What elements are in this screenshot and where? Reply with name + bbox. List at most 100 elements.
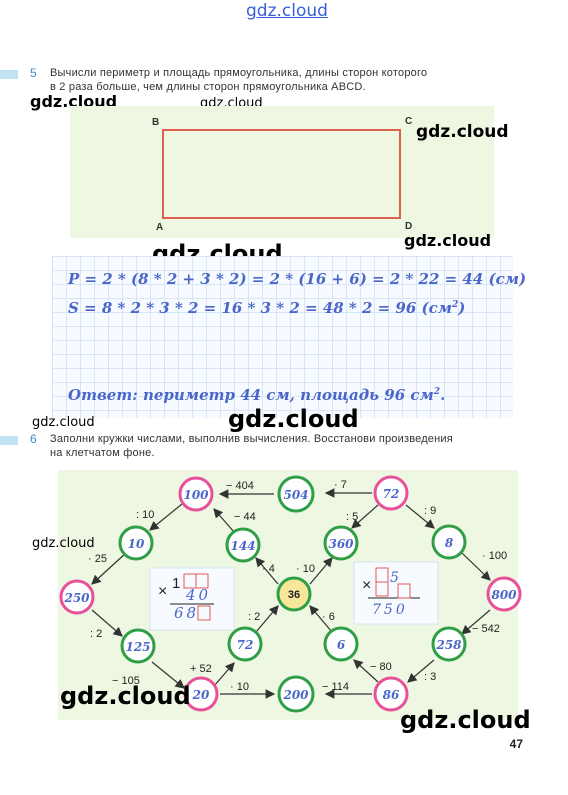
answer-main: Ответ: периметр 44 см, площадь 96 см <box>68 386 434 404</box>
node-circle-20 <box>183 676 219 712</box>
arrow-36-to-144 <box>255 557 279 585</box>
watermark-top: gdz.cloud <box>246 1 328 21</box>
node-circle-10 <box>118 525 154 561</box>
node-circle-250 <box>59 579 95 615</box>
watermark-8: gdz.cloud <box>32 536 95 551</box>
node-circle-504 <box>277 475 315 513</box>
arrow-86-to-6 <box>353 659 379 683</box>
arrow-20-to-72 <box>213 662 235 687</box>
task-6-marker <box>0 436 18 445</box>
node-value-100: 100 <box>183 488 209 502</box>
solution-area-main: S = 8 * 2 * 3 * 2 = 16 * 3 * 2 = 48 * 2 … <box>68 299 453 317</box>
arrow-10-to-250 <box>91 552 127 585</box>
arrow-100-to-10 <box>149 503 183 531</box>
op-times-10: · 10 <box>296 563 315 575</box>
watermark-3: gdz.cloud <box>416 122 509 142</box>
node-circle-200 <box>277 675 315 713</box>
mult-right-sign: × <box>362 577 371 594</box>
node-circle-800 <box>486 576 522 612</box>
node-circle-258 <box>431 626 467 662</box>
node-value-144: 144 <box>230 539 255 553</box>
node-value-250: 250 <box>63 591 90 605</box>
op-div-2-left: : 2 <box>90 628 102 640</box>
watermark-10: gdz.cloud <box>400 706 531 734</box>
node-circle-72-top <box>373 475 409 511</box>
op-times-100: · 100 <box>482 550 507 562</box>
vertex-d-label: D <box>405 221 413 232</box>
arrow-258-to-86 <box>407 659 435 683</box>
node-circle-6 <box>323 626 359 662</box>
answer-text: Ответ: периметр 44 см, площадь 96 см2. <box>68 386 445 404</box>
op-times-4: · 4 <box>262 563 275 575</box>
task-6-text-line1: Заполни кружки числами, выполнив вычисле… <box>50 433 453 445</box>
multiplication-grid-left <box>149 567 235 631</box>
node-value-36: 36 <box>288 589 300 601</box>
solution-area-close: ) <box>458 299 466 317</box>
mult-right-top: 5 <box>390 570 399 586</box>
mult-left-top-printed: 1 <box>172 575 180 592</box>
answer-sup: 2 <box>433 387 441 397</box>
rectangle-figure-background <box>70 106 494 238</box>
node-value-800: 800 <box>491 588 517 602</box>
arrow-72-to-8 <box>405 504 435 529</box>
solution-grid <box>52 256 513 418</box>
arrow-144-to-100 <box>213 508 235 533</box>
op-div-2-mid: : 2 <box>248 611 260 623</box>
op-times-25: · 25 <box>88 553 107 565</box>
op-minus-44: − 44 <box>234 511 256 523</box>
task-5-text-line2: в 2 раза больше, чем длины сторон прямоу… <box>50 81 366 93</box>
vertex-b-label: B <box>152 117 160 128</box>
solution-area-sup: 2 <box>452 300 459 310</box>
op-div-9: : 9 <box>424 505 436 517</box>
arrow-125-to-20 <box>151 661 185 689</box>
op-div-5: : 5 <box>346 511 358 523</box>
task-5-text-line1: Вычисли периметр и площадь прямоугольник… <box>50 67 428 79</box>
node-value-6: 6 <box>337 638 346 652</box>
solution-perimeter: P = 2 * (8 * 2 + 3 * 2) = 2 * (16 + 6) =… <box>68 270 527 288</box>
arrow-8-to-800 <box>461 552 491 581</box>
arrow-72-to-36 <box>255 605 279 633</box>
op-times-7: · 7 <box>334 479 347 491</box>
solution-area: S = 8 * 2 * 3 * 2 = 16 * 3 * 2 = 48 * 2 … <box>68 299 465 317</box>
multiplication-grid-right <box>353 561 439 625</box>
node-circle-8 <box>431 524 467 560</box>
node-circle-72-mid <box>227 626 263 662</box>
node-circle-36 <box>276 576 312 612</box>
task-6-number: 6 <box>30 432 37 446</box>
node-value-72-top: 72 <box>383 487 400 501</box>
node-circle-144 <box>225 527 261 563</box>
op-minus-80: − 80 <box>370 661 392 673</box>
node-circle-86 <box>373 676 409 712</box>
arrow-800-to-258 <box>461 609 491 635</box>
op-minus-542: − 542 <box>472 623 500 635</box>
multiplication-right: × 5 750 <box>362 567 420 618</box>
node-circle-100 <box>178 476 214 512</box>
op-div-3: : 3 <box>424 671 436 683</box>
mult-right-bottom: 750 <box>372 602 408 618</box>
page-number: 47 <box>509 737 523 751</box>
watermark-6: gdz.cloud <box>32 415 95 430</box>
watermark-9: gdz.cloud <box>60 682 191 710</box>
op-plus-52: + 52 <box>190 663 212 675</box>
node-circle-360 <box>323 525 359 561</box>
mult-left-top-handwritten: 40 <box>185 586 211 604</box>
task-6-text-line2: на клетчатом фоне. <box>50 447 155 459</box>
op-minus-105: − 105 <box>112 675 140 687</box>
task-5-number: 5 <box>30 66 37 80</box>
multiplication-left: × 1 40 68 <box>158 573 214 622</box>
op-minus-114: − 114 <box>322 681 349 693</box>
node-value-8: 8 <box>445 536 454 550</box>
rectangle-abcd <box>162 129 401 219</box>
node-value-86: 86 <box>383 688 400 702</box>
node-value-10: 10 <box>128 537 145 551</box>
vertex-c-label: C <box>405 116 413 127</box>
node-value-20: 20 <box>192 688 210 702</box>
node-value-200: 200 <box>282 688 309 702</box>
op-times-6: · 6 <box>322 611 335 623</box>
arrow-6-to-36 <box>309 605 333 633</box>
op-times-10-bottom: · 10 <box>230 681 249 693</box>
watermark-7: gdz.cloud <box>228 405 359 433</box>
mult-left-sign: × <box>158 583 167 600</box>
node-value-360: 360 <box>328 537 354 551</box>
answer-close: . <box>440 386 446 404</box>
